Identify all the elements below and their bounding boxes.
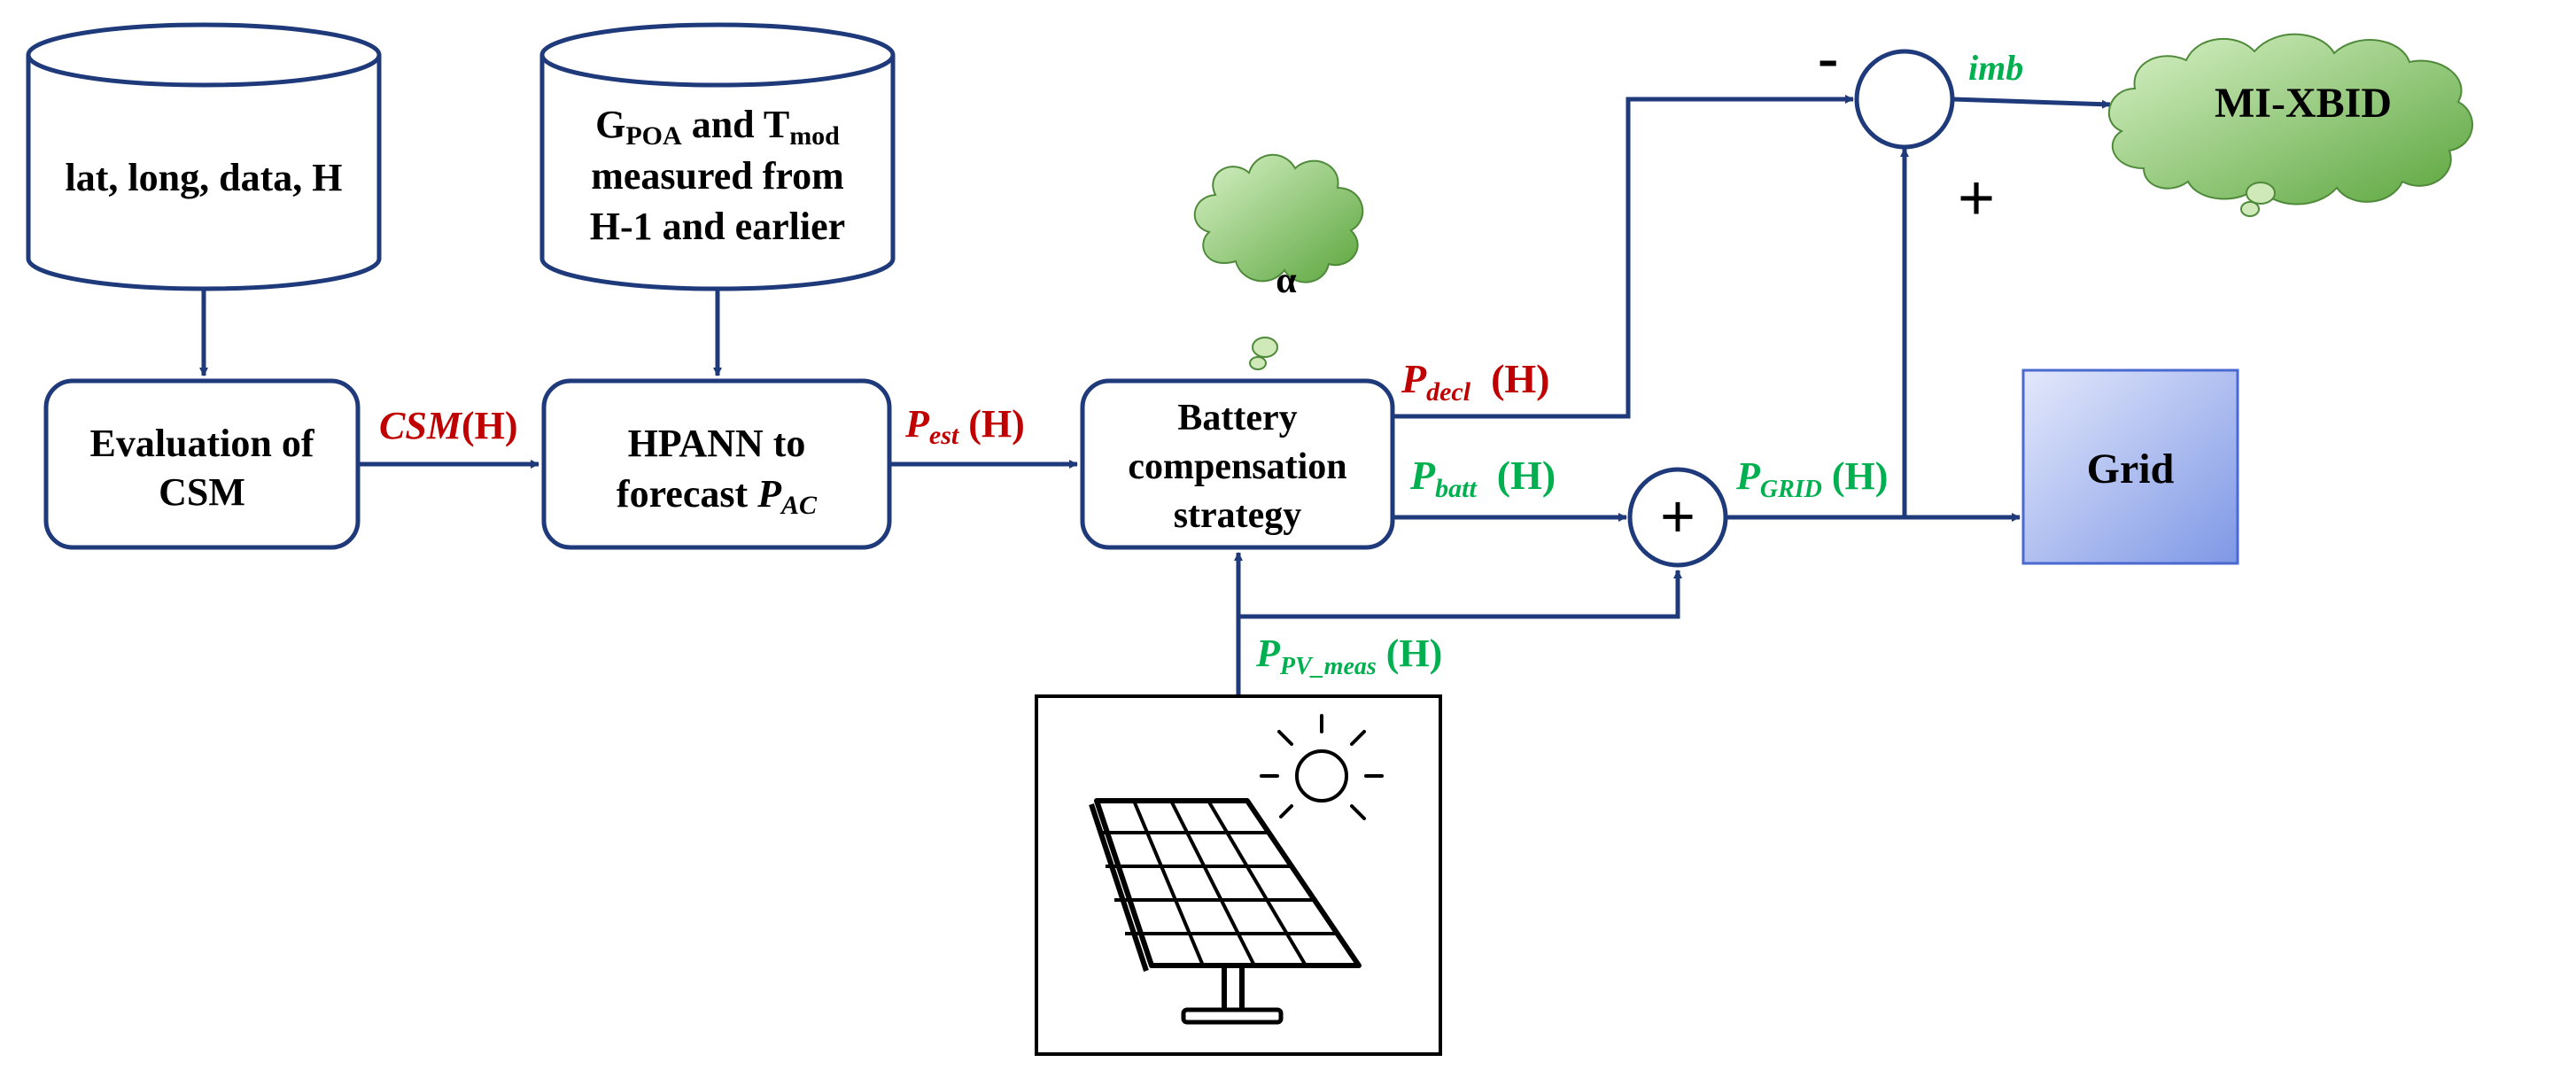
pv-plant-box: [1035, 694, 1442, 1056]
signal-p-batt-label: Pbatt (H): [1409, 453, 1556, 503]
arrow-pv-to-grid-junction: [1238, 570, 1682, 619]
database-measurements: GPOA and Tmod measured from H-1 and earl…: [539, 22, 896, 291]
signal-csm-label: CSM(H): [379, 404, 517, 447]
signal-p-pv-meas-label: PPV_meas (H): [1255, 632, 1442, 680]
sun-icon: [1260, 714, 1384, 820]
hpann-forecast-line1: HPANN to: [628, 422, 806, 465]
csm-evaluation-line1: Evaluation of: [89, 422, 314, 465]
hpann-forecast-box: HPANN to forecast PAC: [541, 378, 892, 550]
battery-compensation-line3: strategy: [1174, 495, 1302, 536]
imbalance-minus-sign: -: [1818, 24, 1838, 92]
battery-compensation-line2: compensation: [1128, 446, 1346, 487]
csm-evaluation-line2: CSM: [159, 470, 245, 514]
signal-p-grid-label: PGRID (H): [1735, 454, 1888, 503]
grid-label: Grid: [2087, 446, 2175, 492]
imbalance-summing-junction: [1854, 49, 1955, 150]
grid-box: Grid: [2021, 368, 2239, 565]
csm-evaluation-box: Evaluation of CSM: [43, 378, 361, 550]
battery-compensation-line1: Battery: [1177, 398, 1297, 438]
database-location-time: lat, long, data, H: [26, 22, 382, 291]
grid-summing-symbol: +: [1660, 483, 1695, 550]
battery-compensation-box: Battery compensation strategy: [1080, 378, 1395, 550]
signal-p-est-label: Pest (H): [904, 402, 1025, 450]
mixbid-label: MI-XBID: [2215, 80, 2392, 127]
grid-summing-junction: +: [1627, 467, 1728, 568]
arrow-pdecl-to-imbalance-junction: [1393, 95, 1854, 419]
hpann-forecast-line2: forecast PAC: [617, 472, 818, 520]
mixbid-market-cloud: MI-XBID: [2107, 33, 2473, 217]
arrow-imb-to-mixbid: [1951, 97, 2111, 109]
signal-imb-label: imb: [1968, 48, 2023, 88]
imbalance-plus-sign: +: [1958, 163, 1995, 234]
database-location-time-label: lat, long, data, H: [66, 156, 343, 199]
solar-panel-icon: [1089, 798, 1362, 1025]
database-measurements-line1: GPOA and Tmod: [595, 103, 840, 151]
signal-p-decl-label: Pdecl (H): [1401, 356, 1550, 407]
alpha-label: α: [1276, 260, 1297, 301]
database-measurements-line3: H-1 and earlier: [590, 205, 845, 248]
database-measurements-line2: measured from: [591, 154, 844, 198]
alpha-parameter-cloud: α: [1193, 153, 1364, 370]
